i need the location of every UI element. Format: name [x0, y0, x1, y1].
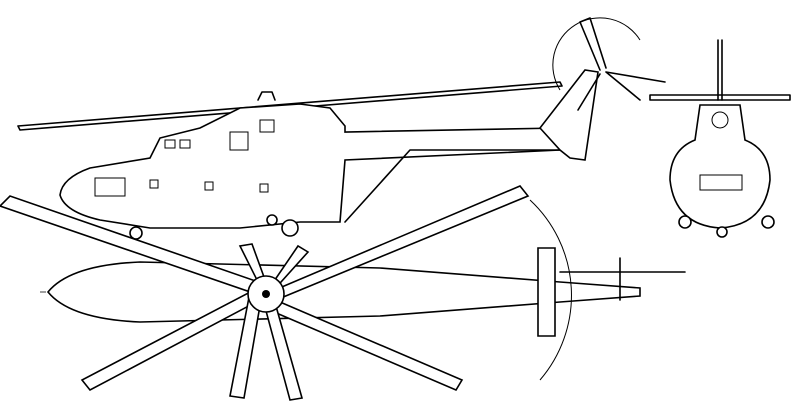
tail-boom-strut [344, 149, 561, 223]
front-windshield [699, 174, 743, 191]
top-tail-rotor [559, 257, 686, 301]
tail-rotor-arc [552, 17, 641, 91]
front-mast [717, 39, 723, 101]
top-stabilizer [537, 247, 556, 337]
rotor-hub [257, 91, 276, 101]
side-view [17, 17, 666, 240]
front-view [649, 39, 791, 238]
windows [94, 119, 275, 197]
front-rotor-blade [649, 94, 791, 101]
tail-fin [538, 69, 599, 161]
front-fuselage [669, 104, 771, 229]
top-fuselage [46, 261, 641, 323]
main-rotor-blade [17, 81, 563, 131]
rotation-arc [529, 199, 572, 381]
front-engine-intake [711, 111, 729, 129]
tail-rotor-blades [577, 17, 666, 111]
fuselage [59, 103, 566, 229]
top-view [0, 185, 686, 401]
top-rotor-blades [0, 185, 530, 401]
